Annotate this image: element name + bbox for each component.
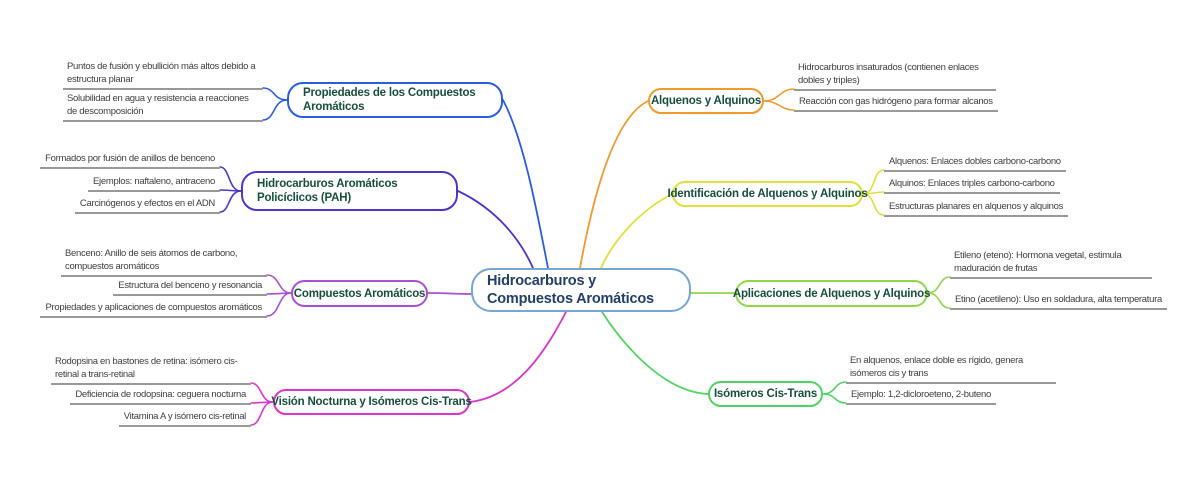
leaf-node[interactable]: Formados por fusión de anillos de bencen…: [40, 152, 220, 169]
leaf-node[interactable]: Puntos de fusión y ebullición más altos …: [63, 60, 263, 90]
node-propiedades-compuestos-aromaticos[interactable]: Propiedades de los Compuestos Aromáticos: [287, 82, 503, 118]
leaf-node[interactable]: Deficiencia de rodopsina: ceguera noctur…: [70, 388, 251, 405]
node-label: Compuestos Aromáticos: [293, 287, 426, 300]
leaf-node[interactable]: Ejemplo: 1,2-dicloroeteno, 2-buteno: [846, 388, 997, 405]
leaf-node[interactable]: Estructuras planares en alquenos y alqui…: [884, 200, 1069, 217]
leaf-node[interactable]: Propiedades y aplicaciones de compuestos…: [40, 301, 267, 318]
leaf-node[interactable]: Benceno: Anillo de seis átomos de carbon…: [61, 247, 267, 277]
leaf-node[interactable]: Hidrocarburos insaturados (contienen enl…: [794, 61, 996, 91]
leaf-node[interactable]: En alquenos, enlace doble es rígido, gen…: [846, 354, 1056, 384]
leaf-node[interactable]: Alquinos: Enlaces triples carbono-carbon…: [884, 177, 1060, 194]
leaf-node[interactable]: Etino (acetileno): Uso en soldadura, alt…: [950, 293, 1167, 310]
node-label: Visión Nocturna y Isómeros Cis-Trans: [271, 396, 472, 408]
node-alquenos-y-alquinos[interactable]: Alquenos y Alquinos: [648, 88, 764, 114]
node-label: Propiedades de los Compuestos Aromáticos: [303, 87, 476, 113]
node-vision-nocturna-isomeros[interactable]: Visión Nocturna y Isómeros Cis-Trans: [271, 389, 472, 415]
leaf-node[interactable]: Estructura del benceno y resonancia: [113, 279, 267, 296]
node-label: Aplicaciones de Alquenos y Alquinos: [732, 287, 931, 300]
node-hidrocarburos-aromaticos-policiclicos[interactable]: Hidrocarburos Aromáticos Policíclicos (P…: [241, 171, 458, 211]
leaf-node[interactable]: Solubilidad en agua y resistencia a reac…: [63, 92, 263, 122]
node-label: Identificación de Alquenos y Alquinos: [667, 188, 868, 200]
center-node-label: Hidrocarburos y Compuestos Aromáticos: [487, 273, 654, 307]
leaf-node[interactable]: Vitamina A y isómero cis-retinal: [118, 410, 251, 427]
center-node[interactable]: Hidrocarburos y Compuestos Aromáticos: [471, 268, 691, 312]
node-compuestos-aromaticos[interactable]: Compuestos Aromáticos: [291, 280, 428, 307]
leaf-node[interactable]: Rodopsina en bastones de retina: isómero…: [51, 355, 251, 385]
node-label: Isómeros Cis-Trans: [713, 388, 818, 400]
node-label: Hidrocarburos Aromáticos Policíclicos (P…: [257, 178, 398, 204]
node-label: Alquenos y Alquinos: [650, 95, 762, 107]
node-identificacion-alquenos-alquinos[interactable]: Identificación de Alquenos y Alquinos: [667, 181, 868, 207]
leaf-node[interactable]: Etileno (eteno): Hormona vegetal, estimu…: [950, 249, 1152, 279]
node-aplicaciones-alquenos-alquinos[interactable]: Aplicaciones de Alquenos y Alquinos: [732, 280, 931, 307]
leaf-node[interactable]: Reacción con gas hidrógeno para formar a…: [794, 95, 998, 112]
leaf-node[interactable]: Carcinógenos y efectos en el ADN: [74, 197, 220, 214]
leaf-node[interactable]: Ejemplos: naftaleno, antraceno: [88, 175, 220, 192]
leaf-node[interactable]: Alquenos: Enlaces dobles carbono-carbono: [884, 155, 1066, 172]
node-isomeros-cis-trans[interactable]: Isómeros Cis-Trans: [708, 381, 823, 407]
